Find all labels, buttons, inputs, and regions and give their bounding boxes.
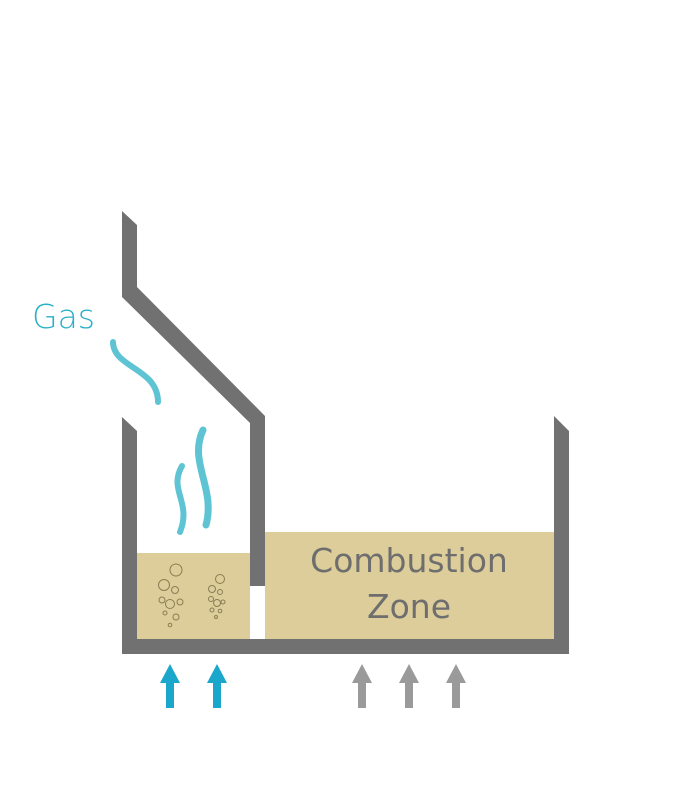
bubble-icon bbox=[215, 574, 225, 584]
arrow-up-icon bbox=[160, 664, 180, 708]
bubble-icon bbox=[208, 585, 216, 593]
arrow-up-icon bbox=[207, 664, 227, 708]
bubble-icon bbox=[158, 596, 166, 604]
bubble-icon bbox=[169, 563, 183, 577]
bubble-icon bbox=[162, 610, 168, 616]
bubbles-right bbox=[208, 574, 226, 619]
secondary-air-arrows bbox=[352, 664, 466, 708]
bubble-icon bbox=[158, 579, 170, 591]
bubble-icon bbox=[208, 596, 214, 602]
bubble-icon bbox=[167, 622, 173, 628]
arrow-up-icon bbox=[352, 664, 372, 708]
bubble-icon bbox=[220, 599, 226, 605]
bubbles-left bbox=[158, 563, 184, 628]
gas-label: Gas bbox=[32, 297, 95, 336]
chimney-left-wall bbox=[122, 211, 265, 586]
bubble-icon bbox=[209, 607, 215, 613]
bubble-icon bbox=[171, 586, 179, 594]
combustion-zone-label-line2: Zone bbox=[367, 587, 451, 626]
bubble-icon bbox=[214, 615, 218, 619]
primary-air-arrows bbox=[160, 664, 227, 708]
wavy-flame-icon bbox=[174, 463, 187, 535]
bubble-icon bbox=[217, 589, 223, 595]
gasifier-bed bbox=[137, 553, 250, 639]
bubble-icon bbox=[217, 608, 223, 614]
arrow-up-icon bbox=[446, 664, 466, 708]
bubble-icon bbox=[172, 613, 180, 621]
arrow-up-icon bbox=[399, 664, 419, 708]
wavy-flame-icon bbox=[110, 339, 161, 405]
bubble-icon bbox=[176, 598, 184, 606]
bubble-icon bbox=[165, 599, 175, 609]
bubble-icon bbox=[213, 599, 221, 607]
combustion-bed bbox=[265, 532, 554, 639]
wavy-flame-icon bbox=[195, 426, 212, 529]
combustion-zone-label-line1: Combustion bbox=[310, 541, 508, 580]
gas-wisps bbox=[110, 339, 212, 535]
